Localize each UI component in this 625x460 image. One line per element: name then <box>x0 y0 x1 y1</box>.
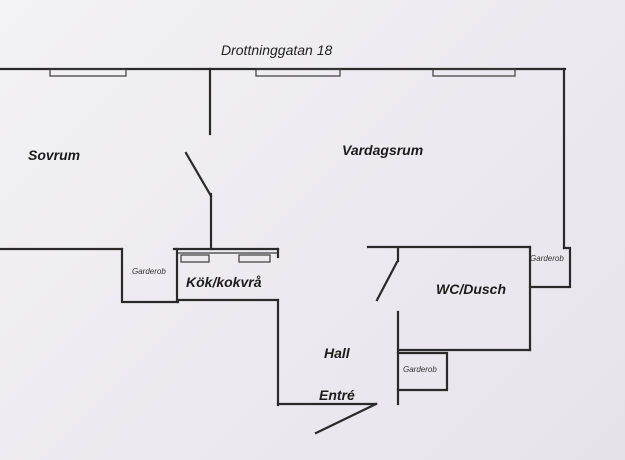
window-bedroom <box>49 68 127 77</box>
room-label-bedroom: Sovrum <box>28 147 81 163</box>
entrance-door <box>314 402 378 435</box>
hall-closet-outline <box>396 351 449 392</box>
room-label-living-room: Vardagsrum <box>342 142 424 158</box>
room-label-bathroom: WC/Dusch <box>436 281 506 297</box>
window-living-right <box>432 68 516 77</box>
kitchen-sink <box>180 254 210 263</box>
room-label-hall: Hall <box>324 345 350 361</box>
closet-label-hall: Garderob <box>403 365 437 374</box>
room-label-kitchen: Kök/kokvrå <box>186 274 262 290</box>
street-name: Drottninggatan 18 <box>221 42 333 58</box>
closet-label-right: Garderob <box>530 254 564 263</box>
room-label-entrance: Entré <box>319 387 355 403</box>
left-closet-outline <box>120 247 180 304</box>
bedroom-door <box>184 151 213 198</box>
closet-label-left: Garderob <box>132 267 166 276</box>
kitchen-stove <box>238 254 271 263</box>
right-closet-outline <box>528 246 572 289</box>
window-living-left <box>255 68 341 77</box>
bathroom-door <box>375 260 399 302</box>
